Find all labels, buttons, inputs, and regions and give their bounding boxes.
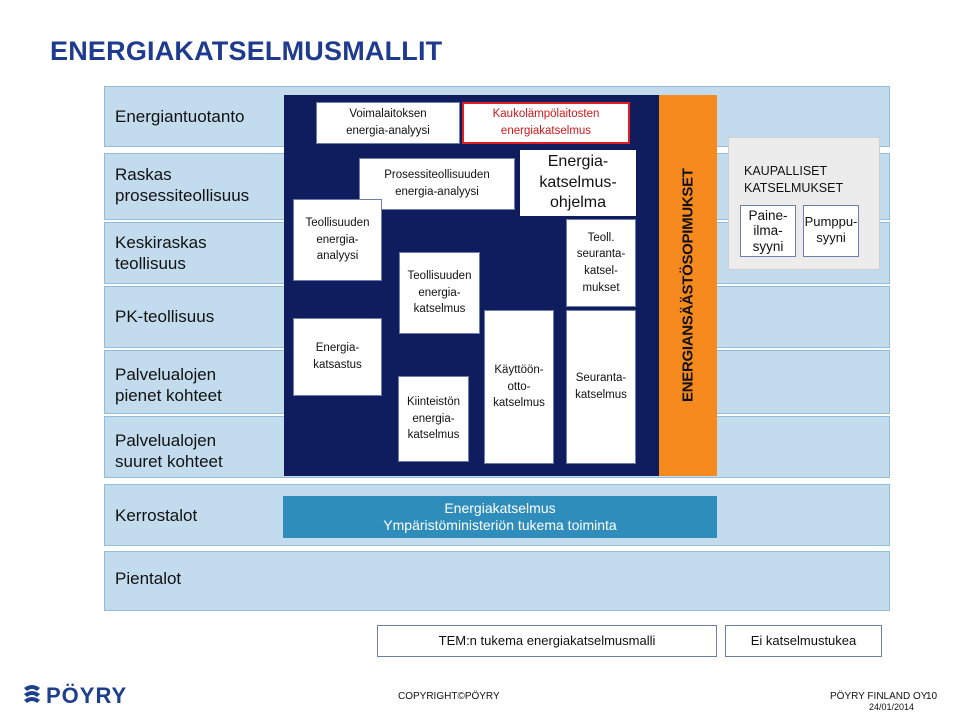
legend-ei: Ei katselmustukea xyxy=(725,625,882,657)
box-teoll-analyysi: Teollisuuden energia- analyysi xyxy=(293,199,382,281)
box-voimalaitos-text: Voimalaitoksen energia-analyysi xyxy=(346,108,430,137)
box-teoll-seuranta: Teoll. seuranta- katsel- mukset xyxy=(566,219,636,307)
company-name: PÖYRY FINLAND OY xyxy=(830,691,928,702)
row-label-pk: PK-teollisuus xyxy=(115,307,215,326)
box-kaukolampo: Kaukolämpölaitosten energiakatselmus xyxy=(462,102,630,144)
box-kayttoonotto-text: Käyttöön- otto- katselmus xyxy=(493,363,545,410)
box-teoll-analyysi-text: Teollisuuden energia- analyysi xyxy=(305,216,370,263)
box-teoll-katselmus-text: Teollisuuden energia- katselmus xyxy=(407,269,472,316)
box-voimalaitos: Voimalaitoksen energia-analyysi xyxy=(316,102,460,144)
page-number: 10 xyxy=(926,691,938,702)
box-ohjelma-text: Energia- katselmus- ohjelma xyxy=(539,152,617,212)
box-seuranta-text: Seuranta- katselmus xyxy=(575,372,627,401)
box-teoll-katselmus: Teollisuuden energia- katselmus xyxy=(399,252,480,334)
commercial-title: KAUPALLISET KATSELMUKSET xyxy=(744,164,844,195)
box-paineilma-text: Paine- ilma- syyni xyxy=(748,207,788,254)
sopimukset-label: ENERGIANSÄÄSTÖSOPIMUKSET xyxy=(679,168,697,403)
box-prosessi-text: Prosessiteollisuuden energia-analyysi xyxy=(384,169,490,198)
box-kiinteisto-text: Kiinteistön energia- katselmus xyxy=(406,395,461,442)
poyry-logo xyxy=(20,682,140,706)
copyright: COPYRIGHT©PÖYRY xyxy=(398,691,500,702)
row-pientalot xyxy=(104,551,890,611)
poyry-logo-text: PÖYRY xyxy=(46,683,128,708)
row-label-pientalot: Pientalot xyxy=(115,569,182,588)
legend-ei-text: Ei katselmustukea xyxy=(750,632,857,648)
box-paineilma: Paine- ilma- syyni xyxy=(740,205,796,257)
box-seuranta: Seuranta- katselmus xyxy=(566,310,636,464)
box-katsastus-text: Energia- katsastus xyxy=(313,342,362,371)
box-prosessi: Prosessiteollisuuden energia-analyysi xyxy=(359,158,515,210)
row-label-kerrostalot: Kerrostalot xyxy=(115,506,198,525)
sopimukset-column xyxy=(659,95,717,476)
box-pumppu: Pumppu- syyni xyxy=(803,205,859,257)
box-ohjelma: Energia- katselmus- ohjelma xyxy=(520,150,636,216)
box-kayttoonotto: Käyttöön- otto- katselmus xyxy=(484,310,554,464)
footer-date: 24/01/2014 xyxy=(869,702,915,712)
legend-tem-text: TEM:n tukema energiakatselmusmalli xyxy=(438,632,656,648)
ymparisto-text: Energiakatselmus Ympäristöministeriön tu… xyxy=(383,499,617,534)
row-label-keskiraskas: Keskiraskas teollisuus xyxy=(115,233,207,273)
box-kaukolampo-text: Kaukolämpölaitosten energiakatselmus xyxy=(492,108,600,137)
box-katsastus: Energia- katsastus xyxy=(293,318,382,396)
box-teoll-seuranta-text: Teoll. seuranta- katsel- mukset xyxy=(576,231,626,294)
ymparisto-bar: Energiakatselmus Ympäristöministeriön tu… xyxy=(283,496,717,538)
page-title: ENERGIAKATSELMUSMALLIT xyxy=(50,36,443,66)
row-label-raskas: Raskas prosessiteollisuus xyxy=(115,165,250,205)
row-label-palvelu-suuret: Palvelualojen suuret kohteet xyxy=(115,431,223,471)
row-label-palvelu-pienet: Palvelualojen pienet kohteet xyxy=(115,365,222,405)
row-label-energiantuotanto: Energiantuotanto xyxy=(115,107,245,126)
legend-tem: TEM:n tukema energiakatselmusmalli xyxy=(377,625,717,657)
box-kiinteisto: Kiinteistön energia- katselmus xyxy=(398,376,469,462)
poyry-logo-mark xyxy=(24,685,40,703)
box-pumppu-text: Pumppu- syyni xyxy=(804,214,858,245)
